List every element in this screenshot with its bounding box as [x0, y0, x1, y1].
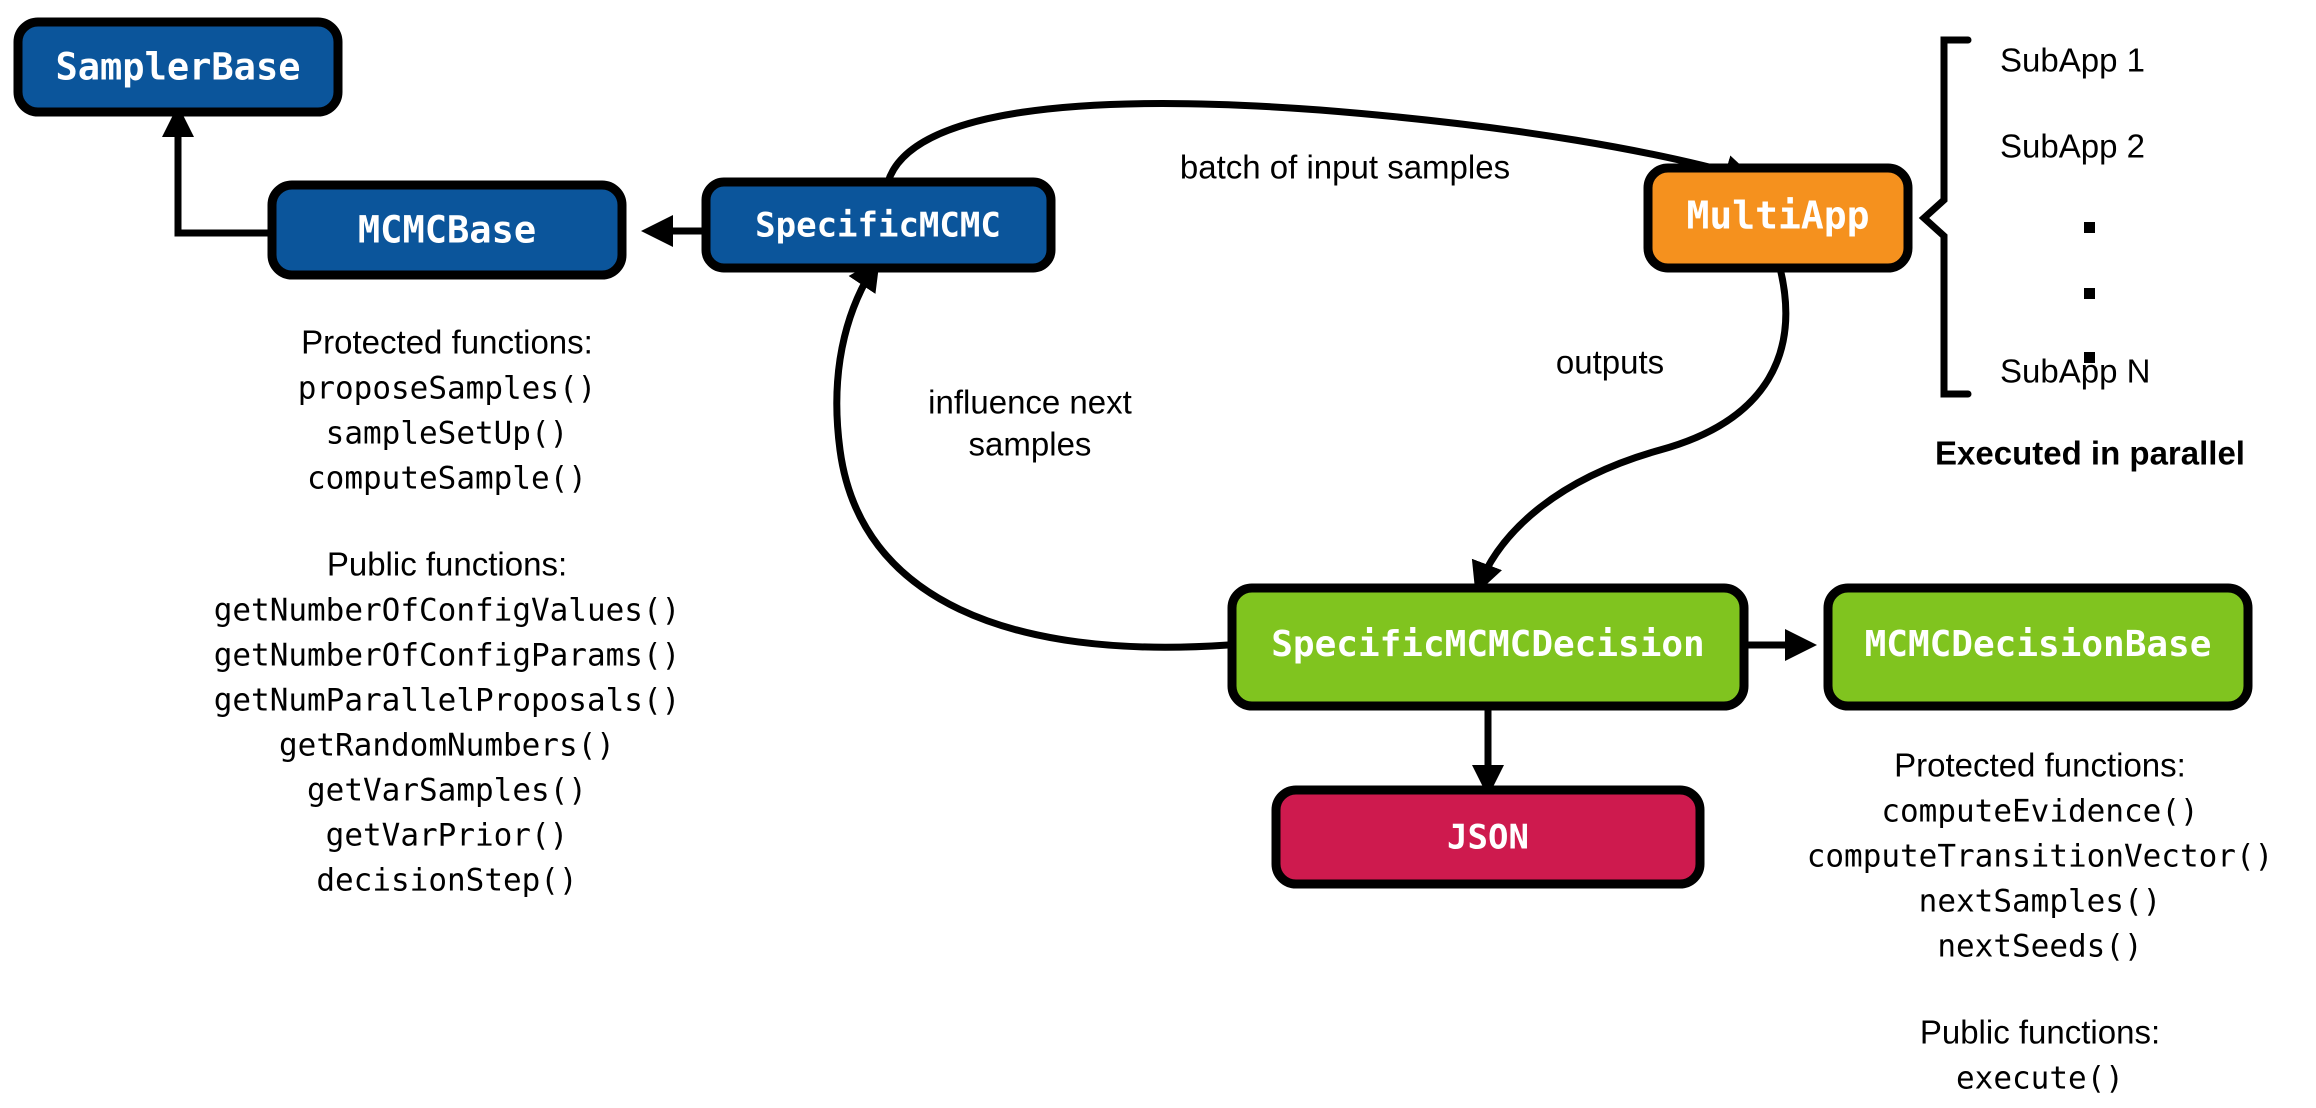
mcmc-functions-list: Protected functions: proposeSamples() sa… — [214, 324, 681, 899]
node-specific-mcmc-decision-label: SpecificMCMCDecision — [1271, 624, 1704, 665]
mcmc-public-heading: Public functions: — [327, 546, 567, 583]
edge-label-batch-of-input-samples: batch of input samples — [1180, 149, 1510, 186]
subapp-brace — [1918, 36, 1972, 398]
node-specific-mcmc-label: SpecificMCMC — [755, 206, 1001, 246]
decision-functions-list: Protected functions: computeEvidence() c… — [1807, 747, 2274, 1097]
edge-specificmcmc-to-multiapp — [884, 100, 1757, 187]
mcmc-public-item-0: getNumberOfConfigValues() — [214, 593, 681, 629]
edge-label-outputs: outputs — [1556, 344, 1664, 381]
edge-mcmcbase-to-samplerbase — [161, 104, 272, 237]
mcmc-public-item-3: getRandomNumbers() — [279, 728, 615, 764]
mcmc-protected-heading: Protected functions: — [301, 324, 593, 361]
mcmc-public-item-5: getVarPrior() — [326, 818, 569, 854]
node-sampler-base[interactable]: SamplerBase — [13, 17, 343, 117]
decision-protected-item-0: computeEvidence() — [1881, 794, 2198, 830]
decision-protected-heading: Protected functions: — [1894, 747, 2186, 784]
mcmc-protected-item-2: computeSample() — [307, 461, 587, 497]
decision-public-heading: Public functions: — [1920, 1014, 2160, 1051]
node-mcmc-base-label: MCMCBase — [358, 209, 536, 252]
edge-label-influence-next-line2: samples — [969, 426, 1092, 463]
edge-multiapp-to-decision — [1471, 267, 1790, 595]
mcmc-protected-item-0: proposeSamples() — [298, 371, 597, 407]
node-multi-app-label: MultiApp — [1686, 194, 1869, 238]
decision-protected-item-1: computeTransitionVector() — [1807, 839, 2274, 875]
node-json[interactable]: JSON — [1271, 785, 1705, 889]
node-sampler-base-label: SamplerBase — [55, 46, 300, 89]
executed-in-parallel-caption: Executed in parallel — [1935, 435, 2245, 472]
subapp-ellipsis — [2084, 222, 2095, 363]
decision-protected-item-3: nextSeeds() — [1937, 929, 2142, 965]
node-specific-mcmc-decision[interactable]: SpecificMCMCDecision — [1227, 583, 1749, 711]
mcmc-public-item-6: decisionStep() — [316, 863, 577, 899]
mcmc-protected-item-1: sampleSetUp() — [326, 416, 569, 452]
subapp-label-n: SubApp N — [2000, 353, 2150, 390]
mcmc-public-item-2: getNumParallelProposals() — [214, 683, 681, 719]
node-json-label: JSON — [1447, 818, 1529, 858]
node-mcmc-decision-base[interactable]: MCMCDecisionBase — [1823, 583, 2253, 711]
node-specific-mcmc[interactable]: SpecificMCMC — [701, 177, 1056, 273]
subapp-label-2: SubApp 2 — [2000, 128, 2145, 165]
node-multi-app[interactable]: MultiApp — [1643, 163, 1913, 273]
edge-decision-to-specificmcmc — [833, 258, 1229, 651]
mcmc-public-item-4: getVarSamples() — [307, 773, 587, 809]
decision-public-item-0: execute() — [1956, 1061, 2124, 1097]
node-mcmc-decision-base-label: MCMCDecisionBase — [1865, 624, 2212, 665]
subapp-label-1: SubApp 1 — [2000, 42, 2145, 79]
mcmc-public-item-1: getNumberOfConfigParams() — [214, 638, 681, 674]
edge-label-influence-next-line1: influence next — [928, 384, 1132, 421]
decision-protected-item-2: nextSamples() — [1919, 884, 2162, 920]
node-mcmc-base[interactable]: MCMCBase — [267, 180, 627, 280]
